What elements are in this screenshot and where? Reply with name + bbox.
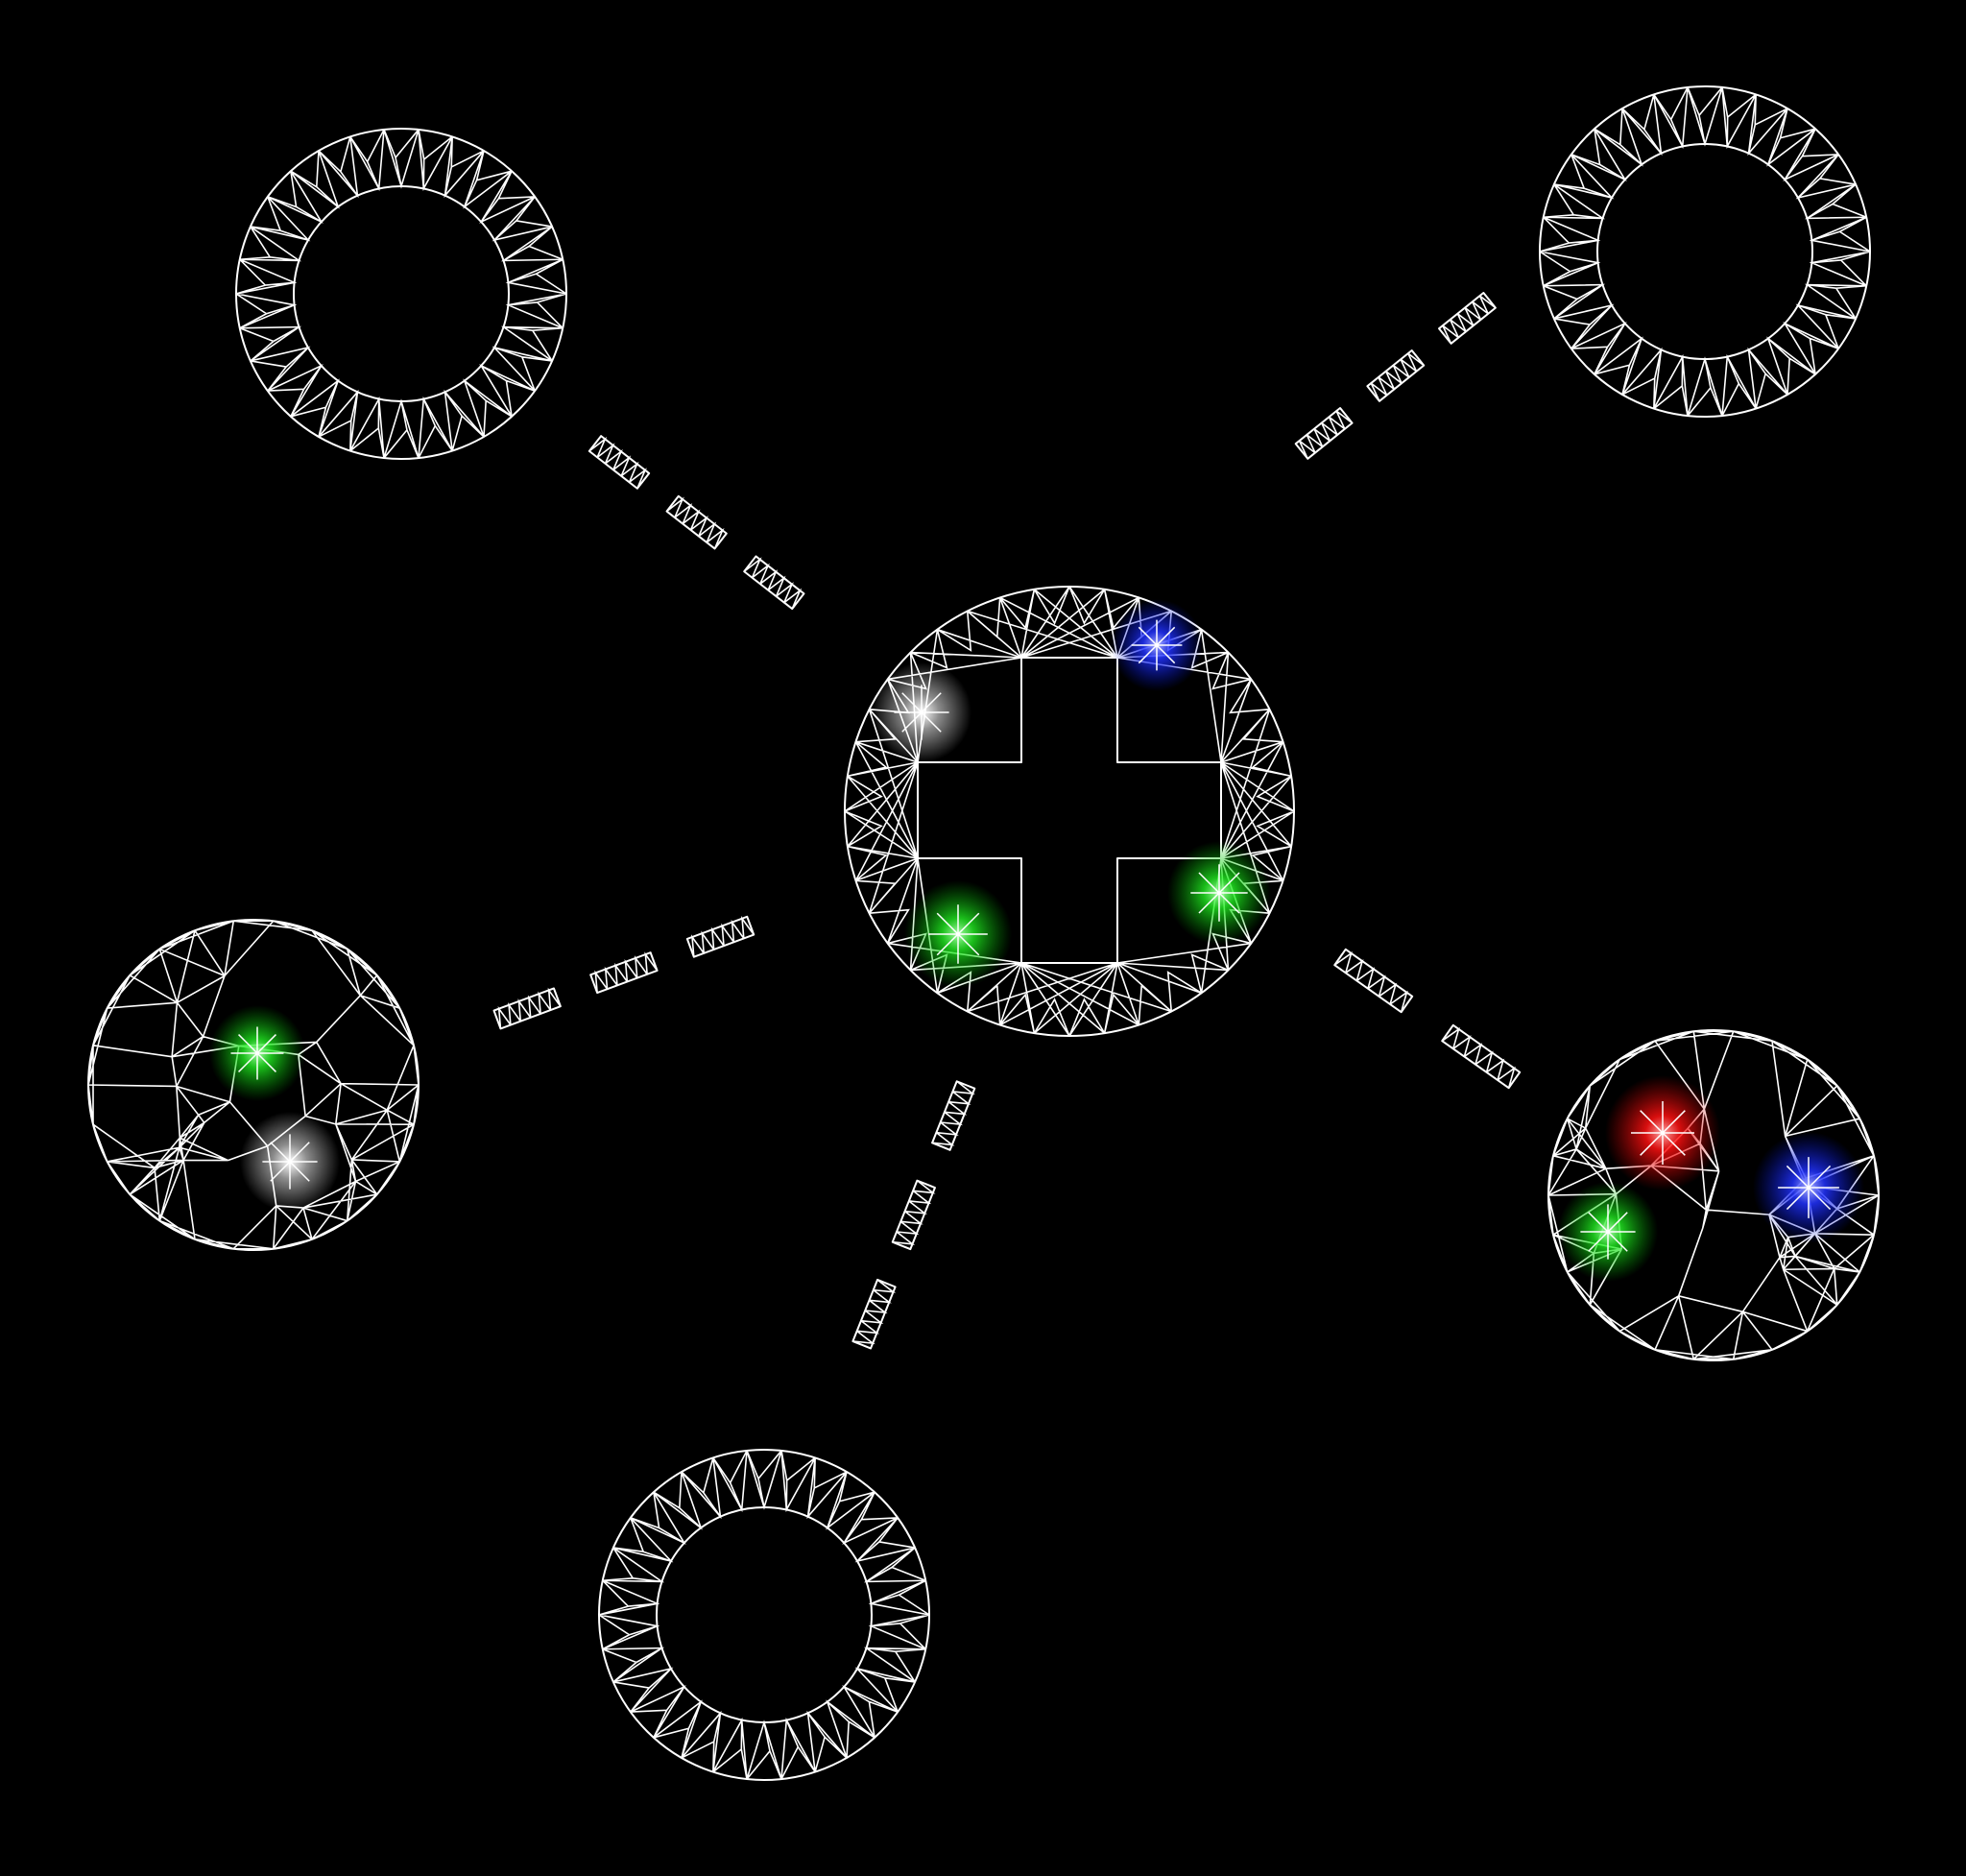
link-bottom-dash-3 bbox=[851, 1278, 897, 1350]
ring-node-bottom bbox=[598, 1449, 930, 1781]
spark-red-right-disc bbox=[1605, 1075, 1720, 1191]
medical-cross-hub bbox=[844, 586, 1295, 1037]
link-bottom-right-dash-1 bbox=[1333, 948, 1414, 1014]
disc-node-left bbox=[87, 919, 420, 1251]
hub-outline bbox=[844, 586, 1295, 1037]
link-bottom-dash-1 bbox=[931, 1080, 976, 1151]
dashed-links bbox=[492, 292, 1522, 1350]
link-bottom-right-dash-2 bbox=[1441, 1023, 1522, 1090]
hub-mesh bbox=[844, 586, 1295, 1037]
link-top-left-dash-1 bbox=[587, 435, 651, 490]
link-top-right-dash-2 bbox=[1366, 349, 1426, 402]
ring-node-top-right bbox=[1539, 85, 1871, 418]
spark-white-hub bbox=[872, 662, 971, 762]
link-top-left-dash-2 bbox=[665, 494, 728, 550]
link-top-right-dash-3 bbox=[1438, 292, 1497, 345]
light-sparks bbox=[209, 599, 1864, 1282]
link-top-right-dash-1 bbox=[1294, 407, 1354, 460]
spark-blue-right-disc bbox=[1753, 1132, 1864, 1243]
link-bottom-dash-2 bbox=[891, 1179, 936, 1251]
spark-blue-hub bbox=[1111, 599, 1203, 691]
link-left-dash-3 bbox=[685, 915, 755, 958]
link-left-dash-1 bbox=[492, 987, 562, 1030]
spark-green-right-disc bbox=[1558, 1182, 1658, 1282]
spark-white-left-disc bbox=[240, 1112, 340, 1212]
link-left-dash-2 bbox=[589, 951, 659, 995]
link-top-left-dash-3 bbox=[743, 555, 805, 611]
ring-nodes bbox=[235, 85, 1871, 1781]
spark-green-hub-left bbox=[904, 880, 1012, 988]
spark-green-left-disc bbox=[209, 1005, 305, 1101]
ring-node-top-left bbox=[235, 128, 567, 460]
spark-green-hub-right bbox=[1167, 841, 1271, 945]
